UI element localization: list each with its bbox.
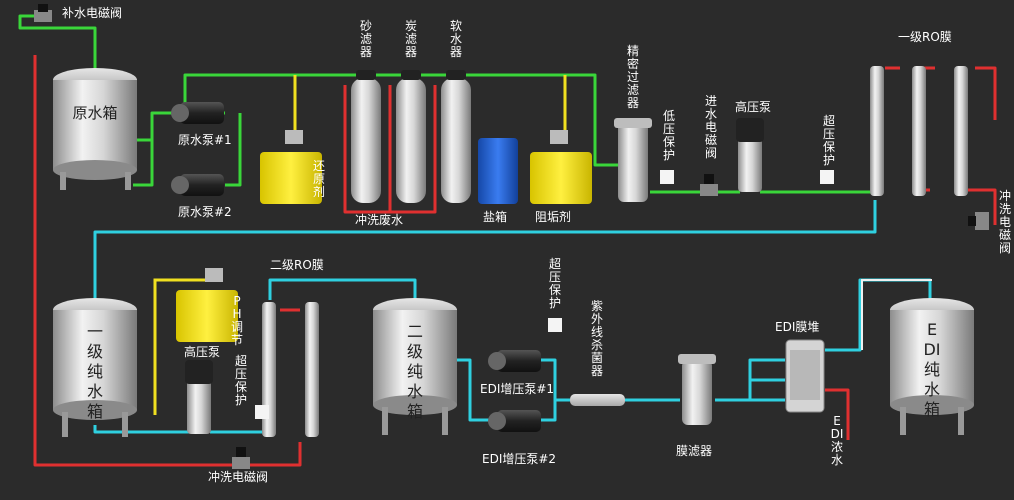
flush-valve-1-label: 冲洗电磁阀 xyxy=(998,189,1011,255)
raw-pump-1 xyxy=(171,102,224,124)
product-pipes xyxy=(93,200,932,434)
edi-boost-pump-1 xyxy=(488,350,541,372)
edi-boost2-out xyxy=(540,400,557,422)
ro2-product-pipe xyxy=(268,278,417,305)
raw-water-tank xyxy=(53,68,137,190)
precision-filter-label: 精密过滤器 xyxy=(626,44,639,110)
ro1-label: 一级RO膜 xyxy=(898,30,952,44)
pump2-outlet-pipe xyxy=(225,113,242,187)
secondary-tank-label: 二级纯水箱 xyxy=(406,322,423,421)
pump1-inlet-pipe xyxy=(133,111,182,142)
secondary-out-pipe xyxy=(455,358,500,422)
ph-adjust-label: PH调节 xyxy=(230,294,243,347)
dosing-pipes xyxy=(153,75,567,415)
high-pressure-pump-2 xyxy=(185,360,213,434)
flush-valve-2-shape xyxy=(232,447,250,469)
secondary-pure-water-tank xyxy=(373,298,457,435)
makeup-valve-label: 补水电磁阀 xyxy=(62,6,123,20)
edi-stack-shape xyxy=(785,339,825,413)
inlet-valve-shape xyxy=(700,174,718,196)
ro1-product-pipe xyxy=(93,200,877,305)
salt-box-shape xyxy=(478,138,518,204)
makeup-pipe xyxy=(18,14,97,78)
raw-pump-1-label: 原水泵#1 xyxy=(178,133,232,147)
high-pressure-pump-1 xyxy=(736,118,764,192)
flush-waste-label: 冲洗废水 xyxy=(355,213,404,227)
left-drain-pipe xyxy=(33,55,302,467)
raw-pump-2 xyxy=(171,174,224,196)
uv-sterilizer-label: 紫外线杀菌器 xyxy=(590,299,603,378)
sand-drain-pipe xyxy=(343,85,395,214)
over-pressure-3-label: 超压保护 xyxy=(548,257,561,310)
edi-return-pipe xyxy=(861,279,932,350)
edi-tank-label: EDI纯水箱 xyxy=(923,320,941,419)
inlet-valve-label: 进水电磁阀 xyxy=(704,94,717,160)
antiscalant-tank xyxy=(530,130,592,204)
low-pressure-label: 低压保护 xyxy=(662,109,675,162)
pressure-switches xyxy=(255,170,834,419)
membrane-filter-label: 膜滤器 xyxy=(676,444,713,458)
ro2-membranes xyxy=(262,302,319,437)
primary-out-pipe xyxy=(93,425,190,434)
raw-tank-label: 原水箱 xyxy=(72,104,118,122)
ro2-label: 二级RO膜 xyxy=(270,258,324,272)
reducer-label: 还原剂 xyxy=(312,159,325,199)
precision-filter-shape xyxy=(614,118,652,202)
over-pressure-1-label: 超压保护 xyxy=(822,114,835,167)
uv-sterilizer-shape xyxy=(570,394,625,406)
salt-box-label: 盐箱 xyxy=(483,210,508,224)
edi-concentrate-label: EDI浓水 xyxy=(830,414,844,467)
edi-boost-1-label: EDI增压泵#1 xyxy=(480,382,555,396)
ro1-membranes xyxy=(870,66,968,196)
pump2-inlet-pipe xyxy=(133,140,154,187)
ph-dose-pipe xyxy=(153,278,205,415)
reducer-tank xyxy=(260,130,322,204)
carbon-filter-label: 炭滤器 xyxy=(404,19,417,59)
flush-valve-1-shape xyxy=(968,212,989,230)
edi-boost-pump-2 xyxy=(488,410,541,432)
valve-heads xyxy=(356,70,466,80)
edi-concentrate-pipe xyxy=(825,388,850,440)
edi-pure-water-tank xyxy=(890,298,974,435)
ph-tank xyxy=(176,268,238,342)
membrane-filter-shape xyxy=(678,354,716,425)
membrane-out-pipe xyxy=(715,358,785,402)
antiscalant-label: 阻垢剂 xyxy=(535,210,572,224)
hp-pump-1-label: 高压泵 xyxy=(735,100,772,114)
raw-pump-2-label: 原水泵#2 xyxy=(178,205,232,219)
flush-valve-2-label: 冲洗电磁阀 xyxy=(208,470,269,484)
sand-filter-column xyxy=(351,78,381,203)
softener-column xyxy=(441,78,471,203)
ro1-concentrate-pipe xyxy=(885,66,997,120)
carbon-filter-column xyxy=(396,78,426,203)
makeup-valve-shape xyxy=(34,4,52,22)
over-pressure-2-label: 超压保护 xyxy=(234,354,247,407)
edi-stack-label: EDI膜堆 xyxy=(775,320,820,334)
edi-boost-2-label: EDI增压泵#2 xyxy=(482,452,557,466)
primary-pure-water-tank xyxy=(53,298,137,437)
primary-tank-label: 一级纯水箱 xyxy=(86,322,103,421)
edi-boost1-out xyxy=(540,358,575,402)
softener-label: 软水器 xyxy=(449,19,462,59)
hp-pump-2-label: 高压泵 xyxy=(184,345,221,359)
edi-product-pipe xyxy=(825,278,932,352)
softener-drain-pipe xyxy=(395,85,437,214)
sand-filter-label: 砂滤器 xyxy=(359,19,372,59)
